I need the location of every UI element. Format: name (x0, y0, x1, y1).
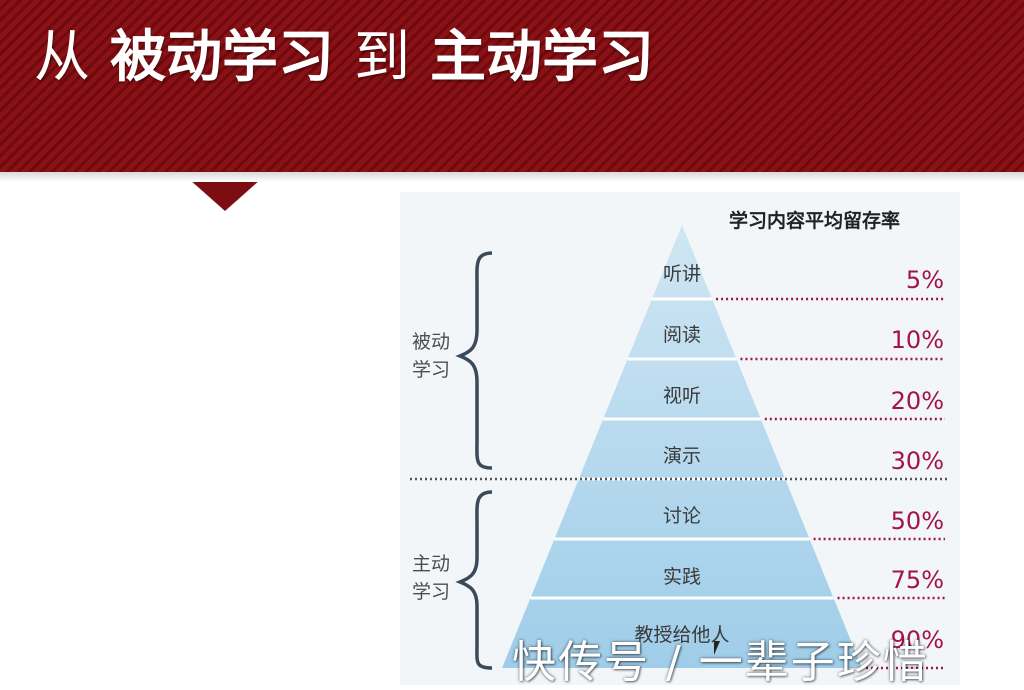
layer-label-demonstration: 演示 (662, 445, 701, 467)
active-group-label: 主动 学习 (410, 550, 452, 606)
rate-discussion: 50% (890, 507, 944, 535)
title-word-from: 从 (34, 25, 90, 90)
watermark-text: 快传号 / 一辈子珍惜 (512, 637, 929, 688)
passive-label-line2: 学习 (411, 359, 450, 381)
banner-shadow (0, 172, 1024, 182)
rate-audiovisual: 20% (890, 387, 944, 415)
title-active: 主动学习 (430, 25, 654, 90)
header-banner (0, 0, 1024, 172)
rate-lecture: 5% (905, 266, 944, 294)
title-word-to: 到 (354, 25, 410, 90)
page-title: 从被动学习到主动学习 (34, 18, 654, 98)
active-label-line2: 学习 (411, 581, 450, 603)
rate-practice: 75% (890, 566, 944, 594)
mouse-cursor-icon (714, 641, 720, 655)
layer-label-reading: 阅读 (662, 324, 701, 346)
passive-group-label: 被动 学习 (410, 328, 452, 384)
layer-label-lecture: 听讲 (662, 263, 701, 285)
title-passive: 被动学习 (110, 25, 334, 90)
layer-label-audiovisual: 视听 (662, 385, 701, 407)
layer-label-practice: 实践 (662, 566, 701, 588)
diagram-heading: 学习内容平均留存率 (729, 210, 901, 232)
active-brace (455, 490, 493, 670)
passive-label-line1: 被动 (411, 331, 450, 353)
pyramid-shape (502, 225, 862, 668)
layer-label-teach-others: 教授给他人 (634, 624, 730, 646)
rate-teach-others: 90% (890, 626, 944, 654)
passive-brace (455, 251, 493, 470)
rate-demonstration: 30% (890, 447, 944, 475)
rate-reading: 10% (890, 326, 944, 354)
rate-dotted-lines (716, 297, 945, 670)
layer-label-discussion: 讨论 (662, 505, 701, 527)
active-label-line1: 主动 (411, 553, 450, 575)
